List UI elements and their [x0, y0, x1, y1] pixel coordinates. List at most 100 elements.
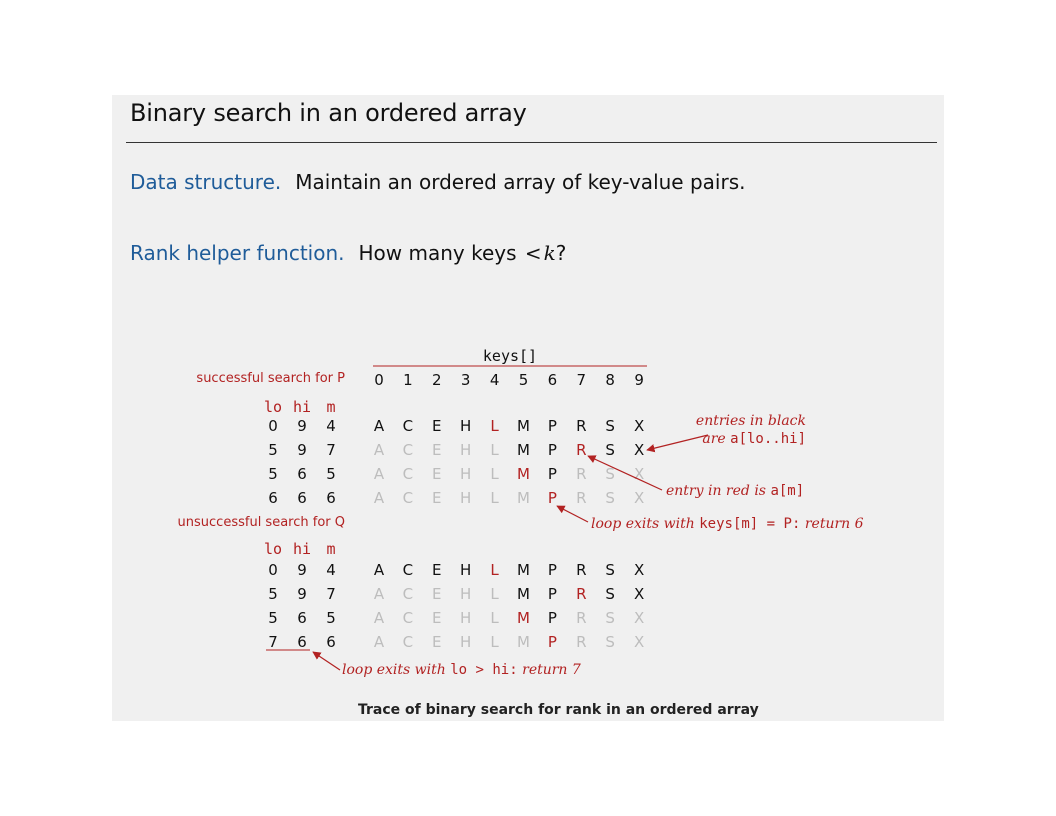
array-key-cell: A: [374, 609, 385, 627]
array-key-cell: C: [403, 465, 413, 483]
array-key-cell: S: [605, 417, 615, 435]
array-key-cell: E: [432, 489, 441, 507]
array-key-cell: P: [548, 441, 557, 459]
array-key-cell: H: [460, 609, 471, 627]
variable-k: k: [543, 241, 556, 265]
column-header-m: m: [326, 540, 335, 558]
hi-value: 6: [297, 465, 307, 483]
hi-value: 9: [297, 561, 307, 579]
array-key-cell: C: [403, 585, 413, 603]
array-key-cell: H: [460, 585, 471, 603]
m-value: 4: [326, 561, 336, 579]
array-key-cell: M: [517, 441, 530, 459]
array-key-cell: S: [605, 489, 615, 507]
array-key-cell: X: [634, 441, 644, 459]
array-key-cell: R: [576, 561, 586, 579]
array-key-cell: X: [634, 489, 644, 507]
index-label: 9: [634, 371, 644, 389]
array-key-cell: L: [490, 465, 499, 483]
array-key-cell: H: [460, 561, 471, 579]
less-than-symbol: <: [524, 241, 542, 265]
lo-value: 5: [268, 441, 278, 459]
title-divider: [126, 142, 937, 143]
array-key-cell: X: [634, 561, 644, 579]
array-key-cell: A: [374, 561, 385, 579]
section-label: unsuccessful search for Q: [178, 515, 345, 530]
question-mark: ?: [555, 241, 567, 265]
array-key-cell: M: [517, 561, 530, 579]
hi-value: 9: [297, 417, 307, 435]
hi-value: 9: [297, 441, 307, 459]
array-key-cell: X: [634, 585, 644, 603]
array-key-cell: S: [605, 609, 615, 627]
index-label: 4: [490, 371, 500, 389]
annotation-entry-red: entry in red is a[m]: [666, 483, 804, 499]
array-key-cell: X: [634, 633, 644, 651]
index-label: 3: [461, 371, 471, 389]
hi-value: 6: [297, 489, 307, 507]
array-key-cell: M: [517, 585, 530, 603]
index-label: 8: [605, 371, 615, 389]
lo-value: 5: [268, 609, 278, 627]
column-header-hi: hi: [293, 540, 311, 558]
array-key-cell: X: [634, 465, 644, 483]
array-key-cell: P: [548, 489, 557, 507]
bullet-text: Maintain an ordered array of key-value p…: [295, 170, 746, 194]
m-value: 5: [326, 609, 336, 627]
array-key-cell: C: [403, 441, 413, 459]
array-key-cell: R: [576, 609, 586, 627]
array-key-cell: L: [490, 489, 499, 507]
array-key-cell: R: [576, 585, 586, 603]
array-key-cell: R: [576, 633, 586, 651]
array-key-cell: E: [432, 417, 441, 435]
array-key-cell: L: [490, 561, 499, 579]
array-key-cell: A: [374, 585, 385, 603]
arrow-loop-exit-success: [556, 505, 589, 523]
annotation-entries-black-code: are a[lo..hi]: [702, 431, 806, 447]
array-key-cell: C: [403, 417, 413, 435]
array-key-cell: C: [403, 633, 413, 651]
annotation-entries-black: entries in black: [696, 413, 806, 429]
array-key-cell: A: [374, 441, 385, 459]
array-key-cell: P: [548, 609, 557, 627]
column-header-lo: lo: [264, 540, 282, 558]
index-label: 2: [432, 371, 442, 389]
array-key-cell: C: [403, 561, 413, 579]
array-key-cell: X: [634, 609, 644, 627]
array-key-cell: L: [490, 585, 499, 603]
array-key-cell: H: [460, 465, 471, 483]
lo-value: 0: [268, 561, 278, 579]
index-label: 0: [374, 371, 384, 389]
array-key-cell: A: [374, 417, 385, 435]
array-key-cell: M: [517, 609, 530, 627]
bullet-rank-helper: Rank helper function.How many keys <k?: [130, 241, 566, 265]
array-key-cell: E: [432, 465, 441, 483]
bullet-data-structure: Data structure.Maintain an ordered array…: [130, 170, 745, 194]
column-header-lo: lo: [264, 398, 282, 416]
array-key-cell: L: [490, 441, 499, 459]
array-key-cell: S: [605, 465, 615, 483]
hi-value: 6: [297, 609, 307, 627]
slide-title: Binary search in an ordered array: [130, 99, 527, 127]
annotation-loop-exit-success: loop exits with keys[m] = P: return 6: [591, 516, 864, 532]
index-label: 1: [403, 371, 413, 389]
m-value: 7: [326, 585, 336, 603]
array-key-cell: M: [517, 465, 530, 483]
m-value: 6: [326, 633, 336, 651]
hi-value: 9: [297, 585, 307, 603]
array-key-cell: M: [517, 633, 530, 651]
arrow-entry-red: [587, 455, 663, 491]
index-label: 6: [548, 371, 558, 389]
m-value: 7: [326, 441, 336, 459]
arrow-loop-exit-fail: [312, 651, 341, 671]
array-key-cell: H: [460, 489, 471, 507]
m-value: 5: [326, 465, 336, 483]
array-key-cell: M: [517, 489, 530, 507]
array-key-cell: P: [548, 561, 557, 579]
array-key-cell: P: [548, 417, 557, 435]
index-label: 7: [577, 371, 587, 389]
array-key-cell: H: [460, 417, 471, 435]
section-label: successful search for P: [196, 371, 345, 386]
annotation-loop-exit-fail: loop exits with lo > hi: return 7: [342, 662, 581, 678]
arrow-entries-black: [646, 434, 709, 453]
